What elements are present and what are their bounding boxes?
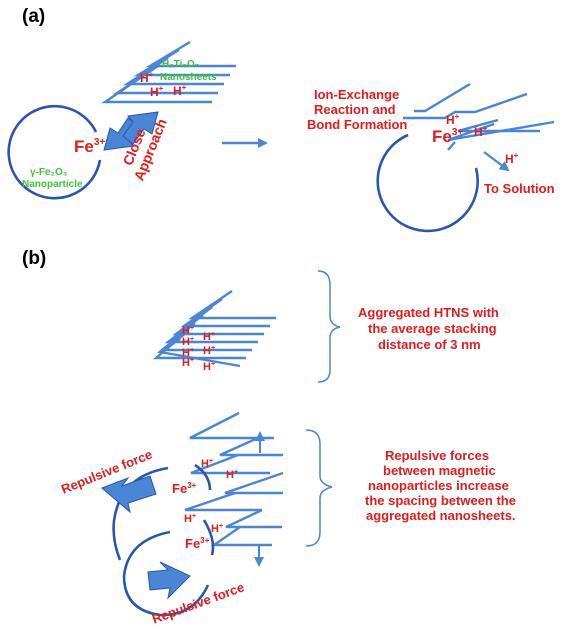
nanoparticle-circle-a2 xyxy=(376,133,479,233)
close-approach-arrow-2 xyxy=(122,111,159,145)
fe-ion-a2: Fe3+ xyxy=(432,127,463,146)
nanoparticle-arc-b1 xyxy=(112,466,169,561)
protons-b: H+ H+ H+ H+ xyxy=(184,458,238,535)
fe-ion-b2: Fe3+ xyxy=(185,536,210,551)
forces-label-2: between magnetic xyxy=(383,463,496,478)
reaction-label-3: Bond Formation xyxy=(307,117,407,132)
nanoparticle-arc-b2 xyxy=(122,530,210,617)
nanosheets-formula: H₂Ti₃O₇ xyxy=(162,59,199,70)
nanoparticle-formula: γ-Fe₂O₃ xyxy=(30,167,68,178)
protons-aggregated: H+ H+ H+ H+ H+ H+ H+ xyxy=(182,325,215,373)
svg-text:H+: H+ xyxy=(203,331,215,343)
aggregated-stack xyxy=(152,290,276,368)
svg-text:H+: H+ xyxy=(150,84,164,99)
svg-text:H+: H+ xyxy=(182,325,194,337)
to-solution-arrow xyxy=(483,151,510,172)
svg-text:H+: H+ xyxy=(182,336,194,348)
aggregated-label-1: Aggregated HTNS with xyxy=(358,305,499,320)
brace-spread xyxy=(305,429,333,547)
nanoparticle-circle-a xyxy=(7,104,102,200)
forces-label-1: Repulsive forces xyxy=(385,448,489,463)
nanoparticle-label: Nanoparticle xyxy=(22,179,83,190)
svg-text:H+: H+ xyxy=(211,523,223,535)
nanoparticle-arc-b4 xyxy=(194,463,212,491)
aggregated-label-3: distance of 3 nm xyxy=(378,337,481,352)
fe-ion-a: Fe3+ xyxy=(74,137,105,156)
svg-text:H+: H+ xyxy=(184,513,196,525)
to-solution-label: To Solution xyxy=(484,181,555,196)
nanoparticle-arc-b3 xyxy=(202,519,215,556)
svg-text:H+: H+ xyxy=(182,347,194,359)
bonded-sheets-a xyxy=(403,82,555,151)
svg-text:H+: H+ xyxy=(203,345,215,357)
panel-a-label: (a) xyxy=(22,6,45,27)
forces-label-4: the spacing between the xyxy=(365,493,516,508)
svg-text:H+: H+ xyxy=(201,458,213,470)
reaction-label-2: Reaction and xyxy=(314,102,396,117)
aggregated-label-2: the average stacking xyxy=(368,321,497,336)
brace-aggregated xyxy=(317,270,341,383)
repulsive-force-arrow-up xyxy=(101,475,157,514)
spread-sheets xyxy=(184,411,284,547)
forces-label-3: nanoparticles increase xyxy=(368,478,509,493)
svg-text:H+: H+ xyxy=(173,83,187,98)
repulsive-force-arrow-down xyxy=(147,561,191,600)
nanosheet-stack-a xyxy=(101,40,236,104)
proton-a2: H+ xyxy=(446,112,460,127)
panel-b-label: (b) xyxy=(22,248,46,269)
svg-text:H+: H+ xyxy=(226,469,238,481)
fe-ion-b1: Fe3+ xyxy=(172,481,197,496)
forces-label-5: aggregated nanosheets. xyxy=(366,508,516,523)
svg-text:H+: H+ xyxy=(140,70,154,85)
nanosheets-label: Nanosheets xyxy=(160,72,217,83)
proton-a3: H+ xyxy=(474,124,488,139)
protons-a: H+ H+ H+ xyxy=(140,70,187,99)
released-proton: H+ xyxy=(505,151,519,166)
svg-text:H+: H+ xyxy=(182,357,194,369)
reaction-label-1: Ion-Exchange xyxy=(314,87,399,102)
svg-text:H+: H+ xyxy=(203,361,215,373)
